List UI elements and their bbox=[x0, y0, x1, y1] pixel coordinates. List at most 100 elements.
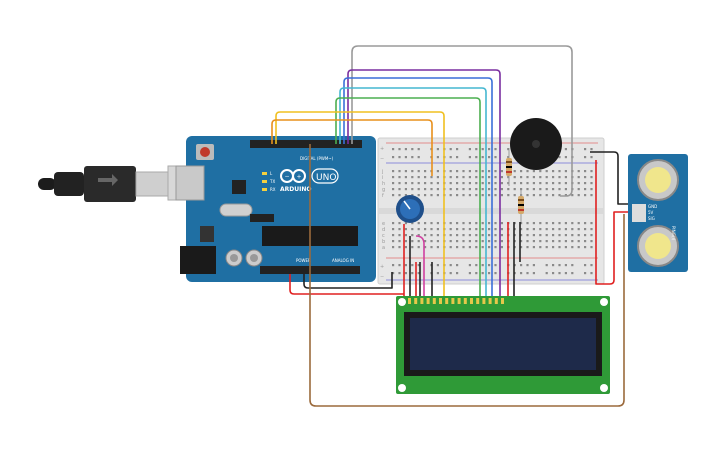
breadboard-row-letter: a bbox=[382, 245, 385, 251]
breadboard-hole bbox=[475, 188, 478, 191]
breadboard-hole bbox=[590, 240, 593, 243]
breadboard-hole bbox=[494, 240, 497, 243]
rail-hole bbox=[564, 264, 567, 267]
breadboard-hole bbox=[532, 228, 535, 231]
wire-green bbox=[335, 97, 481, 296]
breadboard-hole bbox=[577, 222, 580, 225]
breadboard-hole bbox=[500, 170, 503, 173]
lcd-pin bbox=[457, 298, 461, 304]
breadboard-hole bbox=[392, 246, 395, 249]
rail-hole bbox=[532, 272, 535, 275]
svg-text:−: − bbox=[285, 173, 290, 180]
rail-hole bbox=[456, 156, 459, 159]
breadboard-hole bbox=[456, 170, 459, 173]
breadboard-hole bbox=[417, 240, 420, 243]
breadboard-hole bbox=[564, 240, 567, 243]
breadboard-hole bbox=[475, 246, 478, 249]
wire-black-sensor bbox=[590, 151, 628, 205]
breadboard-hole bbox=[449, 182, 452, 185]
breadboard-hole bbox=[584, 246, 587, 249]
breadboard-hole bbox=[392, 222, 395, 225]
rail-hole bbox=[411, 148, 414, 151]
rail-hole bbox=[404, 272, 407, 275]
breadboard-hole bbox=[430, 182, 433, 185]
breadboard-hole bbox=[411, 222, 414, 225]
breadboard-hole bbox=[436, 194, 439, 197]
breadboard-hole bbox=[513, 170, 516, 173]
breadboard-hole bbox=[513, 182, 516, 185]
breadboard-hole bbox=[507, 194, 510, 197]
wire-red-sensor bbox=[595, 160, 628, 285]
breadboard-hole bbox=[552, 194, 555, 197]
rail-hole bbox=[590, 264, 593, 267]
breadboard-hole bbox=[590, 170, 593, 173]
breadboard-hole bbox=[404, 228, 407, 231]
lcd-pin bbox=[482, 298, 486, 304]
breadboard-hole bbox=[424, 170, 427, 173]
breadboard-hole bbox=[500, 176, 503, 179]
led-label-l: L bbox=[270, 171, 273, 176]
rail-hole bbox=[468, 264, 471, 267]
breadboard-hole bbox=[436, 240, 439, 243]
rail-hole bbox=[411, 264, 414, 267]
rail-hole bbox=[475, 148, 478, 151]
breadboard-hole bbox=[411, 182, 414, 185]
breadboard-hole bbox=[417, 234, 420, 237]
breadboard-hole bbox=[513, 188, 516, 191]
breadboard-hole bbox=[456, 234, 459, 237]
breadboard-hole bbox=[488, 228, 491, 231]
potentiometer[interactable] bbox=[396, 195, 424, 223]
lcd-16x2[interactable] bbox=[396, 296, 610, 394]
breadboard-hole bbox=[545, 194, 548, 197]
breadboard-hole bbox=[584, 234, 587, 237]
breadboard-hole bbox=[417, 188, 420, 191]
breadboard-hole bbox=[520, 222, 523, 225]
breadboard-hole bbox=[539, 182, 542, 185]
arduino-uno-board[interactable]: L TX RX − + ARDUINO UNO DIGITAL (PWM~) P… bbox=[175, 136, 376, 282]
breadboard-hole bbox=[520, 188, 523, 191]
rail-hole bbox=[558, 156, 561, 159]
breadboard-hole bbox=[571, 222, 574, 225]
breadboard-hole bbox=[449, 228, 452, 231]
breadboard-hole bbox=[392, 240, 395, 243]
breadboard-hole bbox=[404, 170, 407, 173]
breadboard-hole bbox=[488, 222, 491, 225]
breadboard-hole bbox=[520, 228, 523, 231]
breadboard-hole bbox=[404, 222, 407, 225]
breadboard-hole bbox=[417, 170, 420, 173]
ultrasonic-sensor[interactable]: PING))) GND 5V SIG bbox=[628, 154, 688, 272]
breadboard-hole bbox=[481, 176, 484, 179]
breadboard-hole bbox=[475, 170, 478, 173]
breadboard-hole bbox=[468, 182, 471, 185]
breadboard-hole bbox=[539, 234, 542, 237]
breadboard-hole bbox=[539, 170, 542, 173]
breadboard-hole bbox=[456, 240, 459, 243]
breadboard-hole bbox=[590, 234, 593, 237]
breadboard-row-letter: j bbox=[381, 169, 383, 175]
lcd-pin bbox=[432, 298, 436, 304]
breadboard-hole bbox=[475, 222, 478, 225]
breadboard-hole bbox=[552, 222, 555, 225]
resistor-1 bbox=[506, 150, 512, 186]
breadboard-hole bbox=[392, 182, 395, 185]
breadboard-hole bbox=[539, 228, 542, 231]
breadboard-hole bbox=[468, 228, 471, 231]
breadboard-hole bbox=[571, 194, 574, 197]
breadboard-hole bbox=[577, 246, 580, 249]
breadboard-hole bbox=[552, 246, 555, 249]
rail-hole bbox=[571, 272, 574, 275]
crystal bbox=[219, 203, 253, 217]
breadboard-hole bbox=[545, 246, 548, 249]
rail-hole bbox=[481, 148, 484, 151]
breadboard-hole bbox=[545, 170, 548, 173]
breadboard-hole bbox=[449, 194, 452, 197]
lcd-pin bbox=[414, 298, 418, 304]
breadboard-hole bbox=[398, 188, 401, 191]
rail-hole bbox=[481, 272, 484, 275]
breadboard-hole bbox=[468, 234, 471, 237]
breadboard-hole bbox=[532, 246, 535, 249]
rail-hole bbox=[475, 272, 478, 275]
breadboard-hole bbox=[520, 170, 523, 173]
breadboard-hole bbox=[462, 222, 465, 225]
